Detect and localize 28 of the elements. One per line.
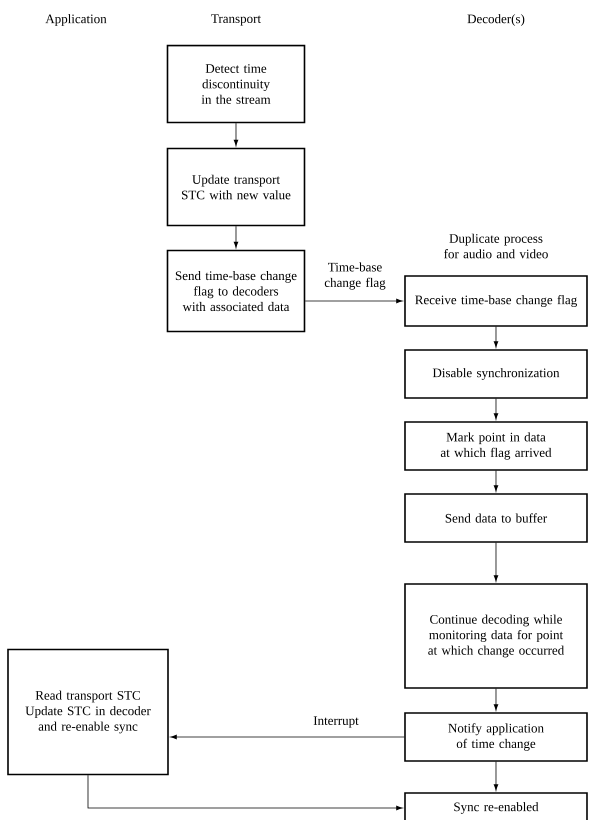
process-box: Update transport STC with new value bbox=[166, 148, 306, 226]
arrow bbox=[494, 542, 498, 582]
process-box: Send data to buffer bbox=[404, 493, 588, 543]
column-heading: Transport bbox=[211, 14, 261, 26]
process-box: Sync re-enabled bbox=[404, 792, 588, 820]
process-box: Notify application of time change bbox=[404, 712, 588, 762]
arrow bbox=[494, 398, 498, 420]
column-heading: Application bbox=[45, 14, 106, 26]
process-box: Receive time-base change flag bbox=[404, 275, 588, 327]
arrow bbox=[494, 688, 498, 711]
arrow bbox=[234, 122, 238, 146]
arrow bbox=[494, 761, 498, 791]
process-box: Read transport STC Update STC in decoder and re-enable sync bbox=[7, 648, 169, 776]
arrow bbox=[88, 774, 403, 810]
arrow bbox=[170, 734, 405, 740]
column-heading: Decoder(s) bbox=[468, 14, 524, 26]
edge-label: Interrupt bbox=[314, 716, 359, 728]
arrow bbox=[234, 226, 238, 248]
process-box: Detect time discontinuity in the stream bbox=[166, 44, 306, 124]
edge-label: Time-base change flag bbox=[324, 262, 386, 290]
arrow bbox=[494, 326, 498, 348]
process-box: Disable synchronization bbox=[404, 349, 588, 399]
process-box: Continue decoding while monitoring data for point at which change occurred bbox=[404, 583, 588, 689]
process-box: Mark point in data at which flag arrived bbox=[404, 421, 588, 471]
process-box: Send time-base change flag to decoders with associated data bbox=[166, 250, 306, 332]
arrow bbox=[494, 470, 498, 492]
note-label: Duplicate process for audio and video bbox=[444, 234, 548, 258]
arrow bbox=[304, 298, 403, 304]
